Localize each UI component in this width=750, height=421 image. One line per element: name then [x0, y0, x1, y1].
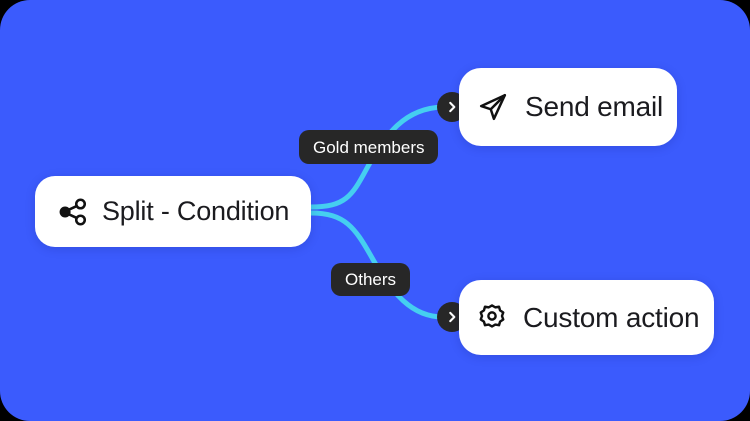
- gear-icon: [475, 301, 509, 335]
- node-custom-action[interactable]: Custom action: [459, 280, 714, 355]
- node-split-condition[interactable]: Split - Condition: [35, 176, 311, 247]
- chevron-right-icon: [449, 101, 456, 113]
- branch-label-others[interactable]: Others: [331, 263, 411, 296]
- node-label-split-condition: Split - Condition: [102, 196, 290, 226]
- node-label-send-email: Send email: [525, 91, 664, 122]
- chevron-right-icon: [449, 311, 456, 323]
- share-icon: [55, 195, 89, 229]
- node-label-custom-action: Custom action: [523, 301, 700, 333]
- send-paper-plane-icon: [475, 89, 511, 125]
- node-send-email[interactable]: Send email: [459, 68, 677, 146]
- branch-label-gold-members[interactable]: Gold members: [299, 130, 439, 164]
